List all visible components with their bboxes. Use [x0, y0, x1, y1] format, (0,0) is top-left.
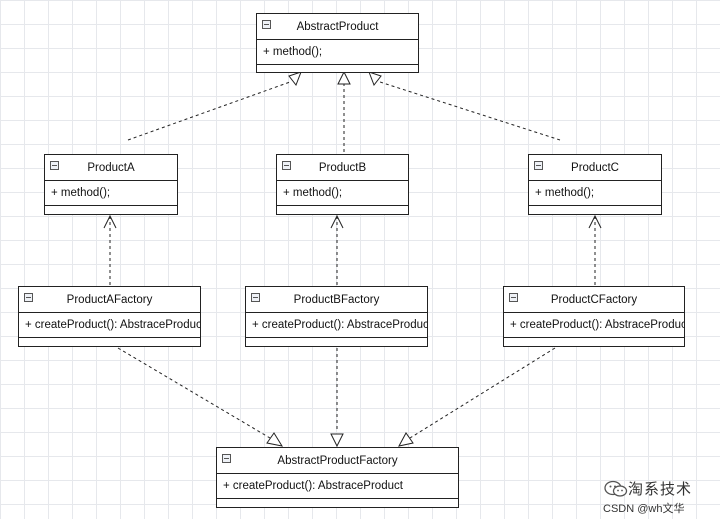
- realization-arrowhead-c-factory: [398, 432, 414, 447]
- class-icon: [262, 20, 271, 29]
- class-icon: [50, 161, 59, 170]
- abstract-product-factory-class[interactable]: AbstractProductFactory + createProduct()…: [216, 447, 459, 508]
- realization-c-factory: [409, 347, 556, 439]
- class-header: AbstractProduct: [257, 14, 418, 40]
- class-name: ProductA: [87, 161, 135, 174]
- watermark-title: 淘系技术: [628, 481, 693, 498]
- dependency-arrowhead-a: [103, 214, 117, 229]
- product-a-factory-class[interactable]: ProductAFactory + createProduct(): Abstr…: [18, 286, 201, 347]
- watermark-credit: CSDN @wh文华: [603, 503, 685, 515]
- class-name: ProductAFactory: [66, 293, 153, 306]
- class-name: AbstractProductFactory: [277, 454, 398, 467]
- class-icon: [24, 293, 33, 302]
- class-name: ProductB: [318, 161, 367, 174]
- class-name: ProductC: [571, 161, 619, 174]
- class-icon: [222, 454, 231, 463]
- realization-a-factory: [117, 347, 271, 439]
- class-operation: + createProduct(): AbstraceProduct: [19, 313, 200, 338]
- class-header: ProductA: [45, 155, 177, 181]
- class-header: ProductC: [529, 155, 661, 181]
- class-attributes: [246, 338, 427, 342]
- class-header: ProductBFactory: [246, 287, 427, 313]
- abstract-product-class[interactable]: AbstractProduct + method();: [256, 13, 419, 73]
- realization-arrowhead-a-factory: [266, 432, 284, 447]
- class-attributes: [19, 338, 200, 342]
- realization-arrowhead-a: [288, 71, 302, 87]
- class-attributes: [257, 65, 418, 69]
- realization-arrowhead-b: [337, 70, 351, 85]
- product-c-class[interactable]: ProductC + method();: [528, 154, 662, 215]
- class-attributes: [529, 206, 661, 210]
- class-icon: [509, 293, 518, 302]
- class-operation: + method();: [257, 40, 418, 65]
- class-operation: + createProduct(): AbstraceProduct: [504, 313, 684, 338]
- class-operation: + method();: [529, 181, 661, 206]
- class-name: ProductBFactory: [293, 293, 380, 306]
- class-attributes: [504, 338, 684, 342]
- wechat-icon: [604, 480, 628, 497]
- realization-arrowhead-c: [368, 71, 382, 87]
- product-c-factory-class[interactable]: ProductCFactory + createProduct(): Abstr…: [503, 286, 685, 347]
- class-header: ProductCFactory: [504, 287, 684, 313]
- dependency-arrowhead-b: [330, 214, 344, 229]
- class-operation: + createProduct(): AbstraceProduct: [246, 313, 427, 338]
- class-header: ProductAFactory: [19, 287, 200, 313]
- class-operation: + method();: [45, 181, 177, 206]
- class-operation: + method();: [277, 181, 408, 206]
- class-operation: + createProduct(): AbstraceProduct: [217, 474, 458, 499]
- class-icon: [251, 293, 260, 302]
- class-icon: [534, 161, 543, 170]
- dependency-arrowhead-c: [588, 214, 602, 229]
- class-attributes: [217, 499, 458, 503]
- product-b-factory-class[interactable]: ProductBFactory + createProduct(): Abstr…: [245, 286, 428, 347]
- class-header: ProductB: [277, 155, 408, 181]
- class-attributes: [277, 206, 408, 210]
- realization-product-c: [379, 81, 561, 141]
- product-a-class[interactable]: ProductA + method();: [44, 154, 178, 215]
- class-name: AbstractProduct: [296, 20, 379, 33]
- watermark: 淘系技术 CSDN @wh文华: [603, 478, 716, 516]
- class-icon: [282, 161, 291, 170]
- class-name: ProductCFactory: [550, 293, 638, 306]
- realization-arrowhead-b-factory: [330, 433, 344, 448]
- realization-product-a: [127, 81, 291, 141]
- class-header: AbstractProductFactory: [217, 448, 458, 474]
- product-b-class[interactable]: ProductB + method();: [276, 154, 409, 215]
- class-attributes: [45, 206, 177, 210]
